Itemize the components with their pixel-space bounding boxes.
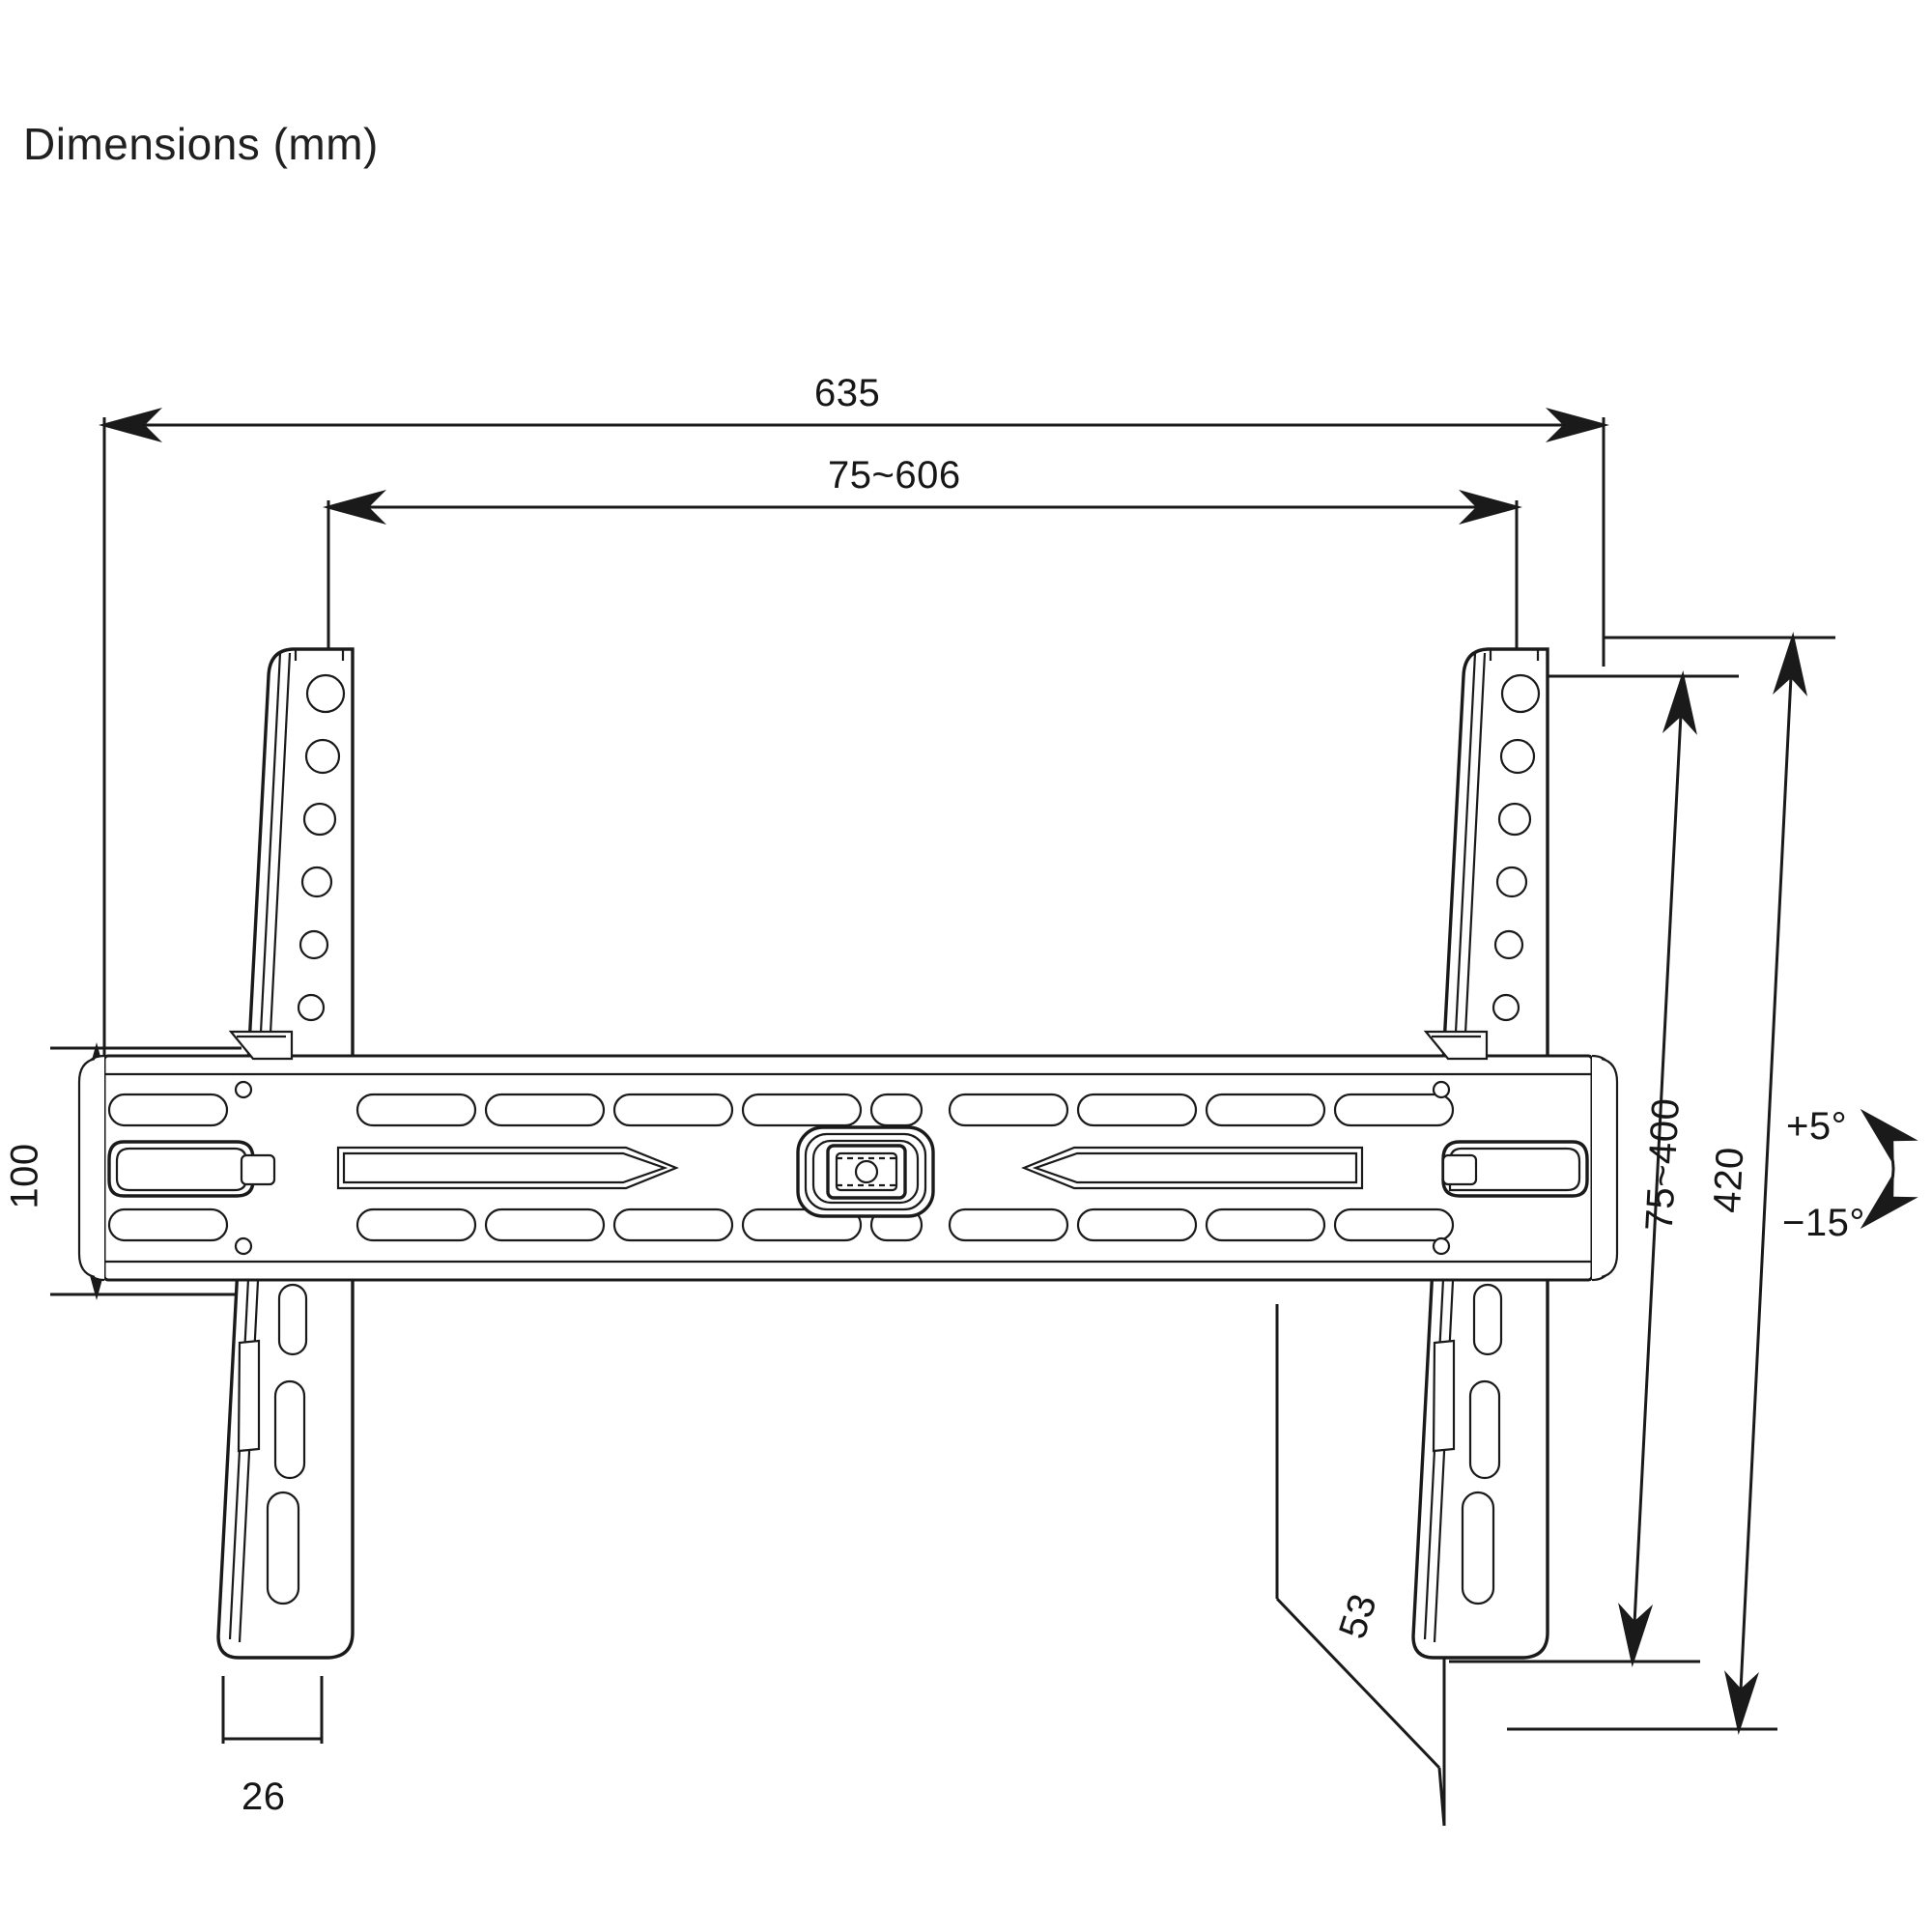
- tilt-down-label: −15°: [1782, 1202, 1865, 1244]
- dimension-label-overall-width: 635: [814, 372, 881, 414]
- plate-latch-details: [234, 1080, 1478, 1256]
- right-bracket-tab: [1423, 1030, 1489, 1061]
- dimension-line-overall-width: [99, 408, 1609, 1067]
- left-hook-recess: [107, 1140, 255, 1198]
- plate-slot-row-lower: [107, 1208, 1455, 1242]
- plate-left-cutout: [336, 1146, 679, 1190]
- dimension-line-vesa-height: [1449, 670, 1739, 1667]
- left-bracket-tab: [228, 1030, 294, 1061]
- dimension-label-overall-height: 420: [1705, 1146, 1752, 1214]
- dimension-line-vesa-width: [323, 490, 1522, 676]
- dimension-line-rail-width: [221, 1676, 324, 1744]
- plate-slot-row-upper: [107, 1093, 1455, 1127]
- dimension-label-vesa-height: 75~400: [1637, 1096, 1688, 1233]
- page-title: Dimensions (mm): [23, 119, 379, 169]
- dimension-label-rail-width: 26: [242, 1776, 286, 1818]
- tilt-up-label: +5°: [1786, 1105, 1848, 1148]
- plate-right-cutout: [1021, 1146, 1364, 1190]
- horizontal-wall-plate: [77, 1030, 1619, 1282]
- center-lock-mechanism: [796, 1125, 935, 1218]
- dimension-line-overall-height: [1507, 632, 1835, 1735]
- dimension-label-plate-height: 100: [3, 1143, 46, 1209]
- right-hook-recess: [1441, 1140, 1589, 1198]
- tilt-arc-icon: [1860, 1108, 1918, 1230]
- dimension-label-vesa-width: 75~606: [828, 454, 961, 497]
